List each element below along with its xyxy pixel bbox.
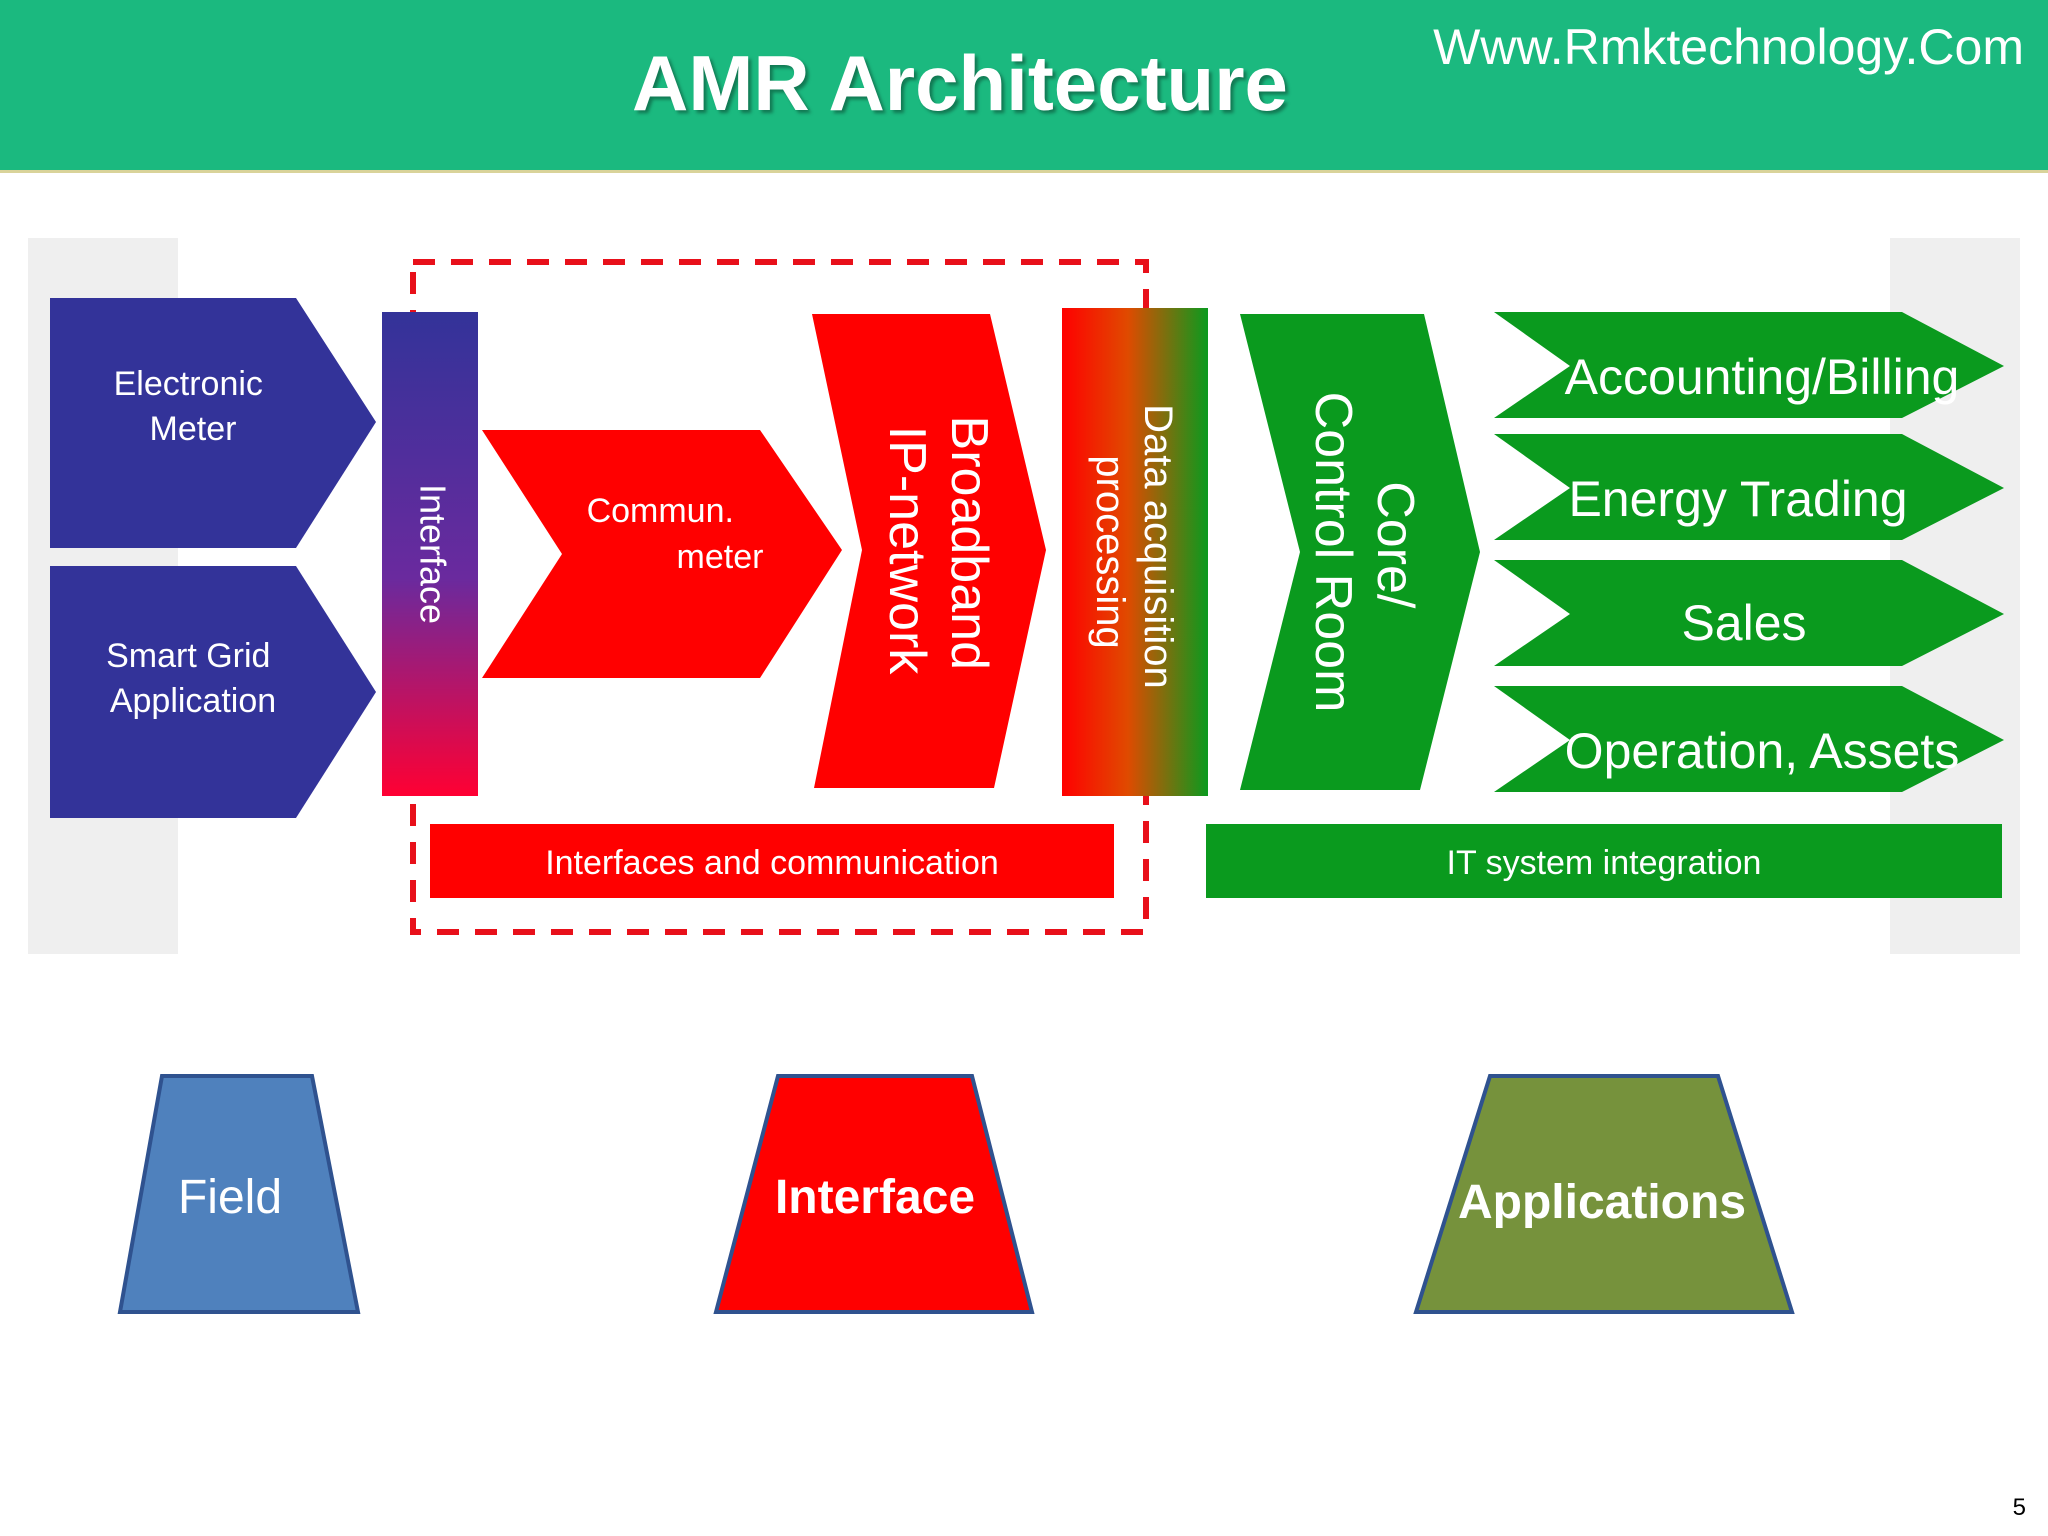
svg-text:Interface: Interface xyxy=(775,1171,975,1224)
it-system-integration-bar: IT system integration xyxy=(1206,824,2002,898)
svg-text:Smart Grid Application: Smart Grid Application xyxy=(106,637,280,720)
legend-applications: Applications xyxy=(1413,1074,1795,1314)
svg-text:Commun. meter: Commun. meter xyxy=(587,492,764,576)
app-operation-assets: Operation, Assets xyxy=(1494,686,2004,792)
svg-text:Accounting/Billing: Accounting/Billing xyxy=(1565,349,1960,405)
legend-interface: Interface xyxy=(713,1074,1035,1314)
app-energy-trading: Energy Trading xyxy=(1494,434,2004,540)
electronic-meter-block: Electronic Meter xyxy=(50,298,376,548)
website-url: Www.Rmktechnology.Com xyxy=(1433,19,2024,75)
core-control-room-block: Core/ Control Room xyxy=(1240,314,1480,790)
page-title: AMR Architecture xyxy=(632,39,1288,127)
svg-text:Sales: Sales xyxy=(1681,595,1806,651)
svg-text:Electronic Meter: Electronic Meter xyxy=(114,365,273,448)
svg-text:Interfaces and communication: Interfaces and communication xyxy=(545,844,999,882)
data-acquisition-block: Data acquisition processing xyxy=(1062,308,1208,796)
svg-text:Broadband IP-network: Broadband IP-network xyxy=(878,416,998,685)
title-banner: AMR Architecture Www.Rmktechnology.Com xyxy=(0,0,2048,173)
svg-text:Energy Trading: Energy Trading xyxy=(1568,471,1907,527)
svg-text:Field: Field xyxy=(178,1171,282,1224)
interface-bar: Interface xyxy=(382,312,478,796)
interfaces-and-communication-bar: Interfaces and communication xyxy=(430,824,1114,898)
svg-text:Interface: Interface xyxy=(412,484,453,624)
svg-text:Operation, Assets: Operation, Assets xyxy=(1565,723,1960,779)
legend-field: Field xyxy=(117,1074,361,1314)
app-accounting-billing: Accounting/Billing xyxy=(1494,312,2004,418)
svg-text:Data acquisition process: Data acquisition processing xyxy=(1088,404,1180,700)
commun-meter-chevron: Commun. meter xyxy=(482,430,842,678)
page-number: 5 xyxy=(2012,1494,2026,1521)
broadband-ip-network-block: Broadband IP-network xyxy=(812,314,1046,788)
svg-text:Core/ Control Room: Core/ Control Room xyxy=(1304,392,1424,713)
svg-text:IT system integration: IT system integration xyxy=(1447,844,1762,882)
svg-text:Applications: Applications xyxy=(1458,1176,1746,1229)
app-sales: Sales xyxy=(1494,560,2004,666)
smart-grid-application-block: Smart Grid Application xyxy=(50,566,376,818)
